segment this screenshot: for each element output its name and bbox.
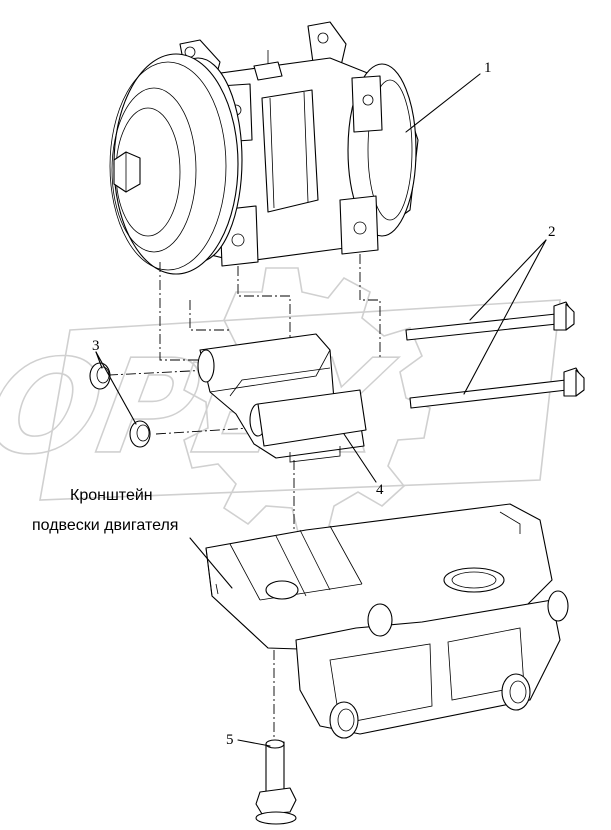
intermediate-bracket [197, 333, 367, 463]
watermark-frame [39, 299, 561, 501]
callout-2: 2 [548, 224, 556, 240]
compressor [109, 21, 419, 275]
caption-line-2: подвески двигателя [32, 517, 178, 534]
leader-lines [95, 73, 547, 747]
flange-nuts [89, 362, 151, 448]
watermark-gear [183, 267, 431, 533]
engine-mount-bracket [205, 503, 569, 739]
long-bolts [405, 301, 585, 409]
callout-4: 4 [376, 482, 384, 498]
caption-line-1: Кронштейн [70, 487, 153, 504]
bottom-bolt [255, 739, 297, 825]
callout-3: 3 [92, 338, 100, 354]
callout-1: 1 [484, 60, 492, 76]
callout-5: 5 [226, 732, 234, 748]
